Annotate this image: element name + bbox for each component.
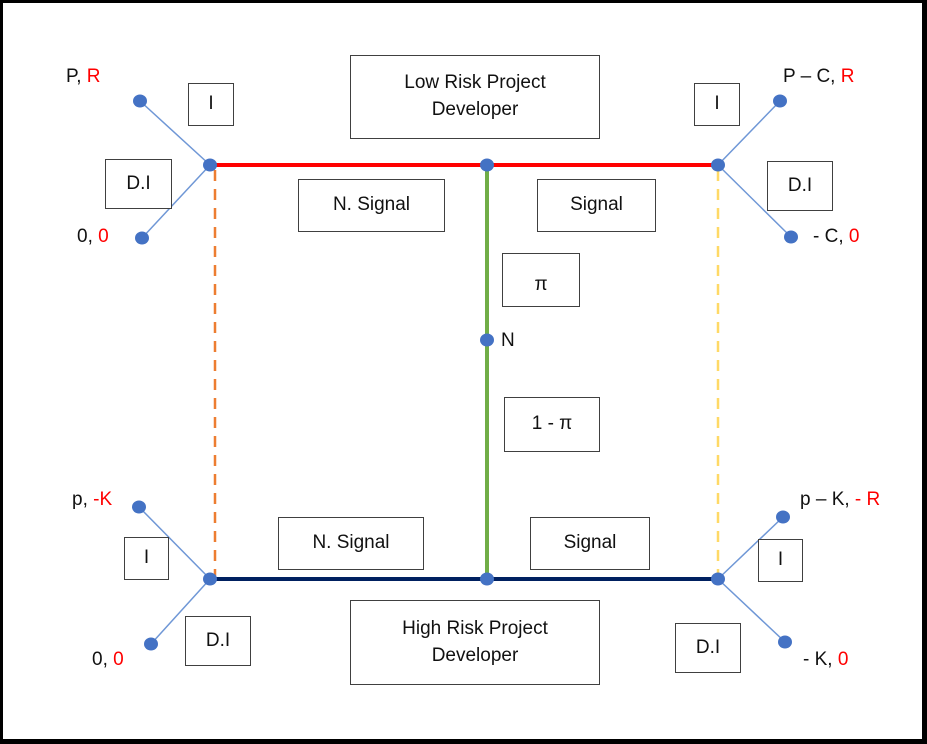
prob-one-minus-pi-box: 1 - π: [504, 397, 600, 452]
branch-br-invest: [717, 516, 784, 580]
bottom-no-signal-label: N. Signal: [312, 532, 390, 554]
high-risk-label-line1: High Risk Project: [402, 617, 548, 639]
payoff-first: p – K,: [800, 489, 855, 510]
low-risk-developer-box: Low Risk Project Developer: [350, 55, 600, 139]
tl-dont-invest-label: D.I: [126, 172, 151, 194]
bottom-no-signal-box: N. Signal: [278, 517, 424, 570]
branch-tl-dont: [141, 164, 211, 239]
payoff-tr-invest: P – C, R: [783, 66, 854, 88]
terminal-bl-dont: [144, 637, 158, 651]
payoff-first: p,: [72, 489, 94, 510]
prob-one-minus-pi-label: 1 - π: [531, 413, 573, 435]
br-dont-invest-box: D.I: [675, 623, 741, 673]
payoff-first: - K,: [803, 649, 838, 670]
node-tr-decision: [711, 158, 725, 172]
terminal-br-invest: [776, 510, 790, 524]
payoff-first: P – C,: [783, 66, 841, 87]
branch-tr-invest: [717, 100, 781, 166]
bl-invest-label: I: [143, 547, 150, 569]
tr-dont-invest-label: D.I: [787, 174, 813, 196]
tl-dont-invest-box: D.I: [105, 159, 172, 209]
low-risk-label-line2: Developer: [431, 99, 519, 120]
branch-bl-dont: [150, 578, 211, 645]
payoff-tr-dont: - C, 0: [813, 226, 859, 248]
tr-invest-label: I: [714, 93, 720, 115]
node-bl-decision: [203, 572, 217, 586]
payoff-first: - C,: [813, 226, 849, 247]
nature-node-label: N: [501, 330, 515, 351]
br-dont-invest-label: D.I: [695, 636, 721, 658]
branch-bl-invest: [138, 506, 211, 580]
payoff-br-dont: - K, 0: [803, 649, 848, 671]
br-invest-box: I: [758, 539, 803, 582]
branch-tl-invest: [139, 100, 211, 166]
terminal-tl-dont: [135, 231, 149, 245]
node-top-center: [480, 158, 494, 172]
node-br-decision: [711, 572, 725, 586]
payoff-second: 0: [837, 649, 849, 670]
high-risk-label-line2: Developer: [431, 644, 519, 666]
top-signal-label: Signal: [570, 194, 623, 216]
prob-pi-label: π: [534, 273, 548, 295]
payoff-bl-invest: p, -K: [72, 489, 112, 511]
branch-tr-dont: [717, 164, 792, 238]
terminal-br-dont: [778, 635, 792, 649]
terminal-tr-invest: [773, 94, 787, 108]
payoff-second: 0: [98, 226, 109, 247]
tl-invest-label: I: [208, 93, 214, 115]
branch-br-dont: [717, 578, 786, 643]
top-no-signal-box: N. Signal: [298, 179, 445, 232]
bottom-signal-box: Signal: [530, 517, 650, 570]
high-risk-developer-box: High Risk Project Developer: [350, 600, 600, 685]
payoff-second: R: [86, 66, 101, 87]
payoff-second: - R: [854, 489, 881, 510]
payoff-first: P,: [66, 66, 87, 87]
payoff-second: 0: [848, 226, 860, 247]
bl-invest-box: I: [124, 537, 169, 580]
payoff-second: R: [840, 66, 855, 87]
terminal-bl-invest: [132, 500, 146, 514]
bl-dont-invest-label: D.I: [205, 629, 231, 651]
node-tl-decision: [203, 158, 217, 172]
br-invest-label: I: [777, 549, 784, 571]
payoff-first: 0,: [92, 649, 114, 670]
prob-pi-box: π: [502, 253, 580, 307]
terminal-tr-dont: [784, 230, 798, 244]
low-risk-label-line1: Low Risk Project: [404, 72, 546, 94]
payoff-first: 0,: [77, 226, 99, 247]
tr-invest-box: I: [694, 83, 740, 126]
payoff-second: -K: [93, 489, 113, 510]
tr-dont-invest-box: D.I: [767, 161, 833, 211]
payoff-br-invest: p – K, - R: [800, 489, 880, 511]
top-signal-box: Signal: [537, 179, 656, 232]
payoff-bl-dont: 0, 0: [92, 649, 124, 671]
bottom-signal-label: Signal: [563, 532, 617, 554]
node-nature: [480, 333, 494, 347]
bl-dont-invest-box: D.I: [185, 616, 251, 666]
payoff-tl-dont: 0, 0: [77, 226, 109, 248]
payoff-tl-invest: P, R: [66, 66, 101, 88]
payoff-second: 0: [113, 649, 124, 670]
top-no-signal-label: N. Signal: [332, 194, 411, 216]
tl-invest-box: I: [188, 83, 234, 126]
terminal-tl-invest: [133, 94, 147, 108]
node-bottom-center: [480, 572, 494, 586]
